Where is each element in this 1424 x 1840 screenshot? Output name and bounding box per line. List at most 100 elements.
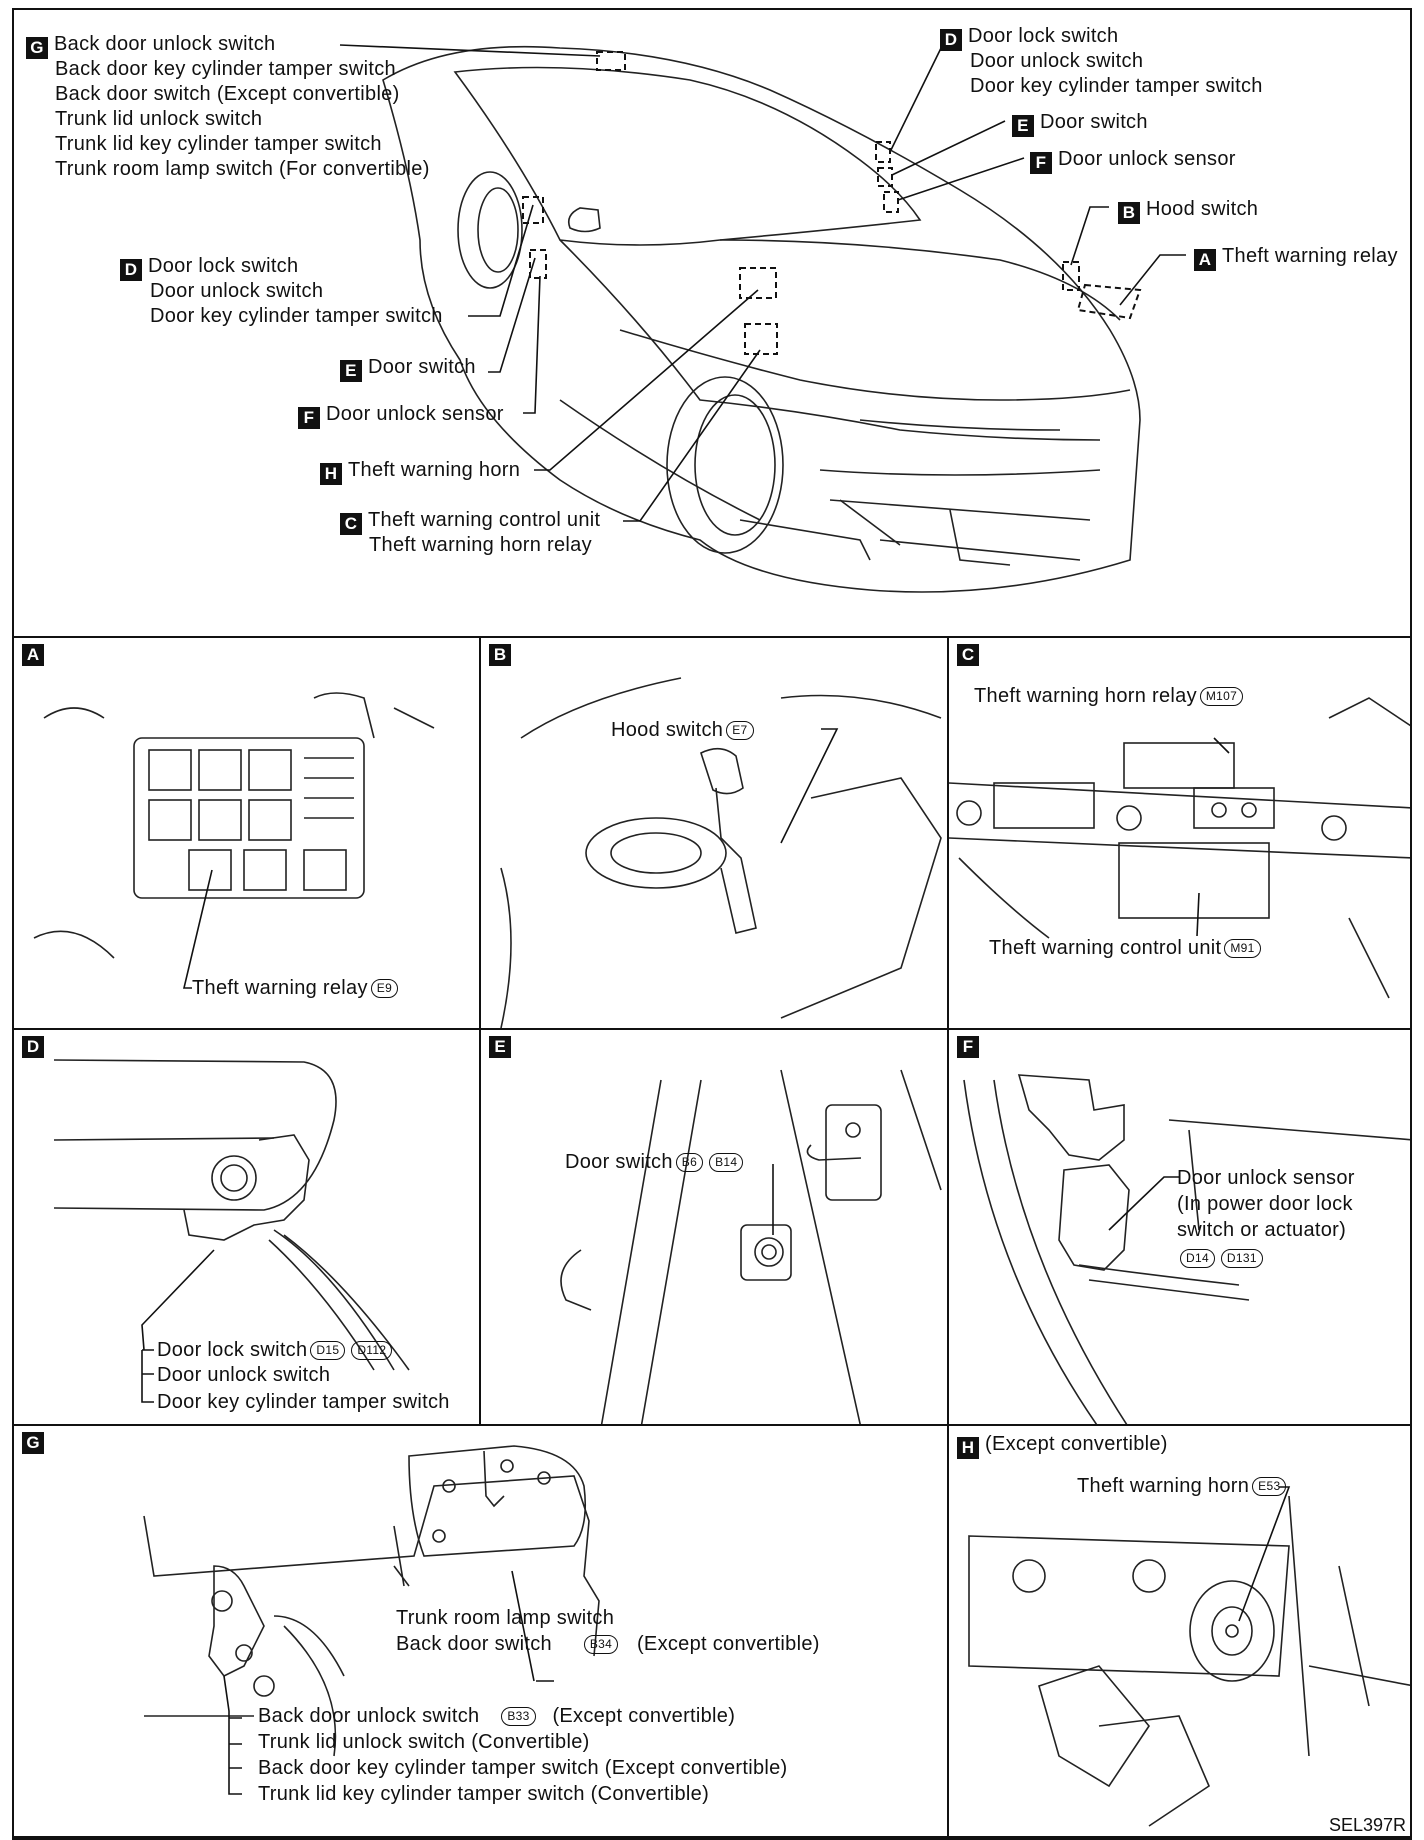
panel-g-unlock-note: (Except convertible) — [552, 1705, 736, 1727]
overview-c: C Theft warning control unit — [340, 508, 600, 535]
panel-f-badge: F — [957, 1036, 979, 1058]
badge-h: H — [320, 463, 342, 485]
panel-e-drawing — [560, 1069, 942, 1424]
panel-h: H(Except convertible) Theft warning horn… — [947, 1424, 1412, 1838]
g-line-1: Back door unlock switch — [54, 33, 276, 55]
panel-d-line-3: Door key cylinder tamper switch — [157, 1391, 450, 1413]
panel-d-text-1: Door lock switch — [157, 1339, 308, 1361]
panel-a-badge: A — [22, 644, 44, 666]
g-line-5: Trunk lid key cylinder tamper switch — [55, 133, 382, 155]
g-line-3: Back door switch (Except convertible) — [55, 83, 400, 105]
panel-a-connector: E9 — [370, 979, 399, 998]
panel-g-back-door: Back door switch B34 (Except convertible… — [396, 1632, 820, 1656]
panel-e-text: Door switch — [565, 1151, 673, 1173]
f-right-text: Door unlock sensor — [1058, 148, 1236, 170]
panel-h-drawing — [968, 1486, 1410, 1827]
panel-g-drawing — [143, 1445, 600, 1795]
panel-f-line-1: Door unlock sensor — [1177, 1167, 1355, 1189]
c-line-1: Theft warning control unit — [368, 509, 601, 531]
overview-b: B Hood switch — [1118, 197, 1258, 224]
overview-f-right: F Door unlock sensor — [1030, 147, 1236, 174]
panel-c-drawing — [949, 697, 1410, 999]
panel-h-connector: E53 — [1252, 1477, 1287, 1496]
d-left-line-1: Door lock switch — [148, 255, 299, 277]
panel-f: F Door unlock sensor (In power door lock… — [947, 1028, 1412, 1426]
panel-f-line-2: (In power door lock — [1177, 1193, 1353, 1215]
d-right-line-1: Door lock switch — [968, 25, 1119, 47]
c-line-2: Theft warning horn relay — [369, 534, 592, 556]
panel-g-trunk-lamp: Trunk room lamp switch — [396, 1607, 615, 1629]
panel-c-badge: C — [957, 644, 979, 666]
d-left-line-2: Door unlock switch — [150, 280, 324, 302]
panel-h-note: (Except convertible) — [985, 1433, 1168, 1455]
panel-d-line-2: Door unlock switch — [157, 1364, 331, 1386]
g-line-2: Back door key cylinder tamper switch — [55, 58, 396, 80]
panel-f-drawing — [963, 1074, 1410, 1424]
panel-d-drawing — [53, 1059, 410, 1403]
panel-e-connector-2: B14 — [709, 1153, 744, 1172]
panel-c-unit-connector: M91 — [1224, 939, 1261, 958]
d-left-line-3: Door key cylinder tamper switch — [150, 305, 443, 327]
panel-d-badge: D — [22, 1036, 44, 1058]
panel-c-relay-text: Theft warning horn relay — [974, 685, 1197, 707]
badge-d: D — [940, 29, 962, 51]
badge-b: B — [1118, 202, 1140, 224]
badge-c: C — [340, 513, 362, 535]
figure-id: SEL397R — [1328, 1815, 1406, 1835]
panel-b-text: Hood switch — [611, 719, 724, 741]
panel-g: G Trunk room lamp switch Back door switc… — [12, 1424, 949, 1838]
panel-f-line-3: switch or actuator) — [1177, 1219, 1347, 1241]
badge-e-left: E — [340, 360, 362, 382]
panel-g-badge: G — [22, 1432, 44, 1454]
panel-e-connector-1: B6 — [675, 1153, 704, 1172]
panel-g-line-3: Back door key cylinder tamper switch (Ex… — [258, 1757, 788, 1779]
panel-f-connector-2: D131 — [1220, 1249, 1263, 1268]
panel-f-connectors: D14 D131 — [1177, 1246, 1266, 1270]
badge-a: A — [1194, 249, 1216, 271]
b-text: Hood switch — [1146, 198, 1259, 220]
badge-f-left: F — [298, 407, 320, 429]
e-left-text: Door switch — [368, 356, 476, 378]
panel-g-back-door-text: Back door switch — [396, 1633, 552, 1655]
panel-g-text-1: Back door unlock switch — [258, 1705, 480, 1727]
panel-g-back-door-connector: B34 — [583, 1635, 619, 1654]
badge-d-left: D — [120, 259, 142, 281]
f-left-text: Door unlock sensor — [326, 403, 504, 425]
panel-b-connector: E7 — [726, 721, 754, 740]
panel-g-unlock-connector: B33 — [501, 1707, 536, 1726]
g-line-6: Trunk room lamp switch (For convertible) — [55, 158, 430, 180]
e-right-text: Door switch — [1040, 111, 1148, 133]
overview-e-left: E Door switch — [340, 355, 476, 382]
panel-g-line-2: Trunk lid unlock switch (Convertible) — [258, 1731, 590, 1753]
overview-d-right: D Door lock switch — [940, 24, 1118, 51]
panel-b-badge: B — [489, 644, 511, 666]
panel-a-drawing — [33, 692, 435, 989]
badge-f: F — [1030, 152, 1052, 174]
panel-h-header: H(Except convertible) — [957, 1432, 1168, 1459]
panel-g-back-door-note: (Except convertible) — [636, 1633, 820, 1655]
overview-d-left: D Door lock switch — [120, 254, 298, 281]
panel-d-connector-1: D15 — [310, 1341, 346, 1360]
panel-c-unit-text: Theft warning control unit — [989, 937, 1222, 959]
panel-g-line-1: Back door unlock switch B33 (Except conv… — [258, 1704, 735, 1728]
panel-f-connector-1: D14 — [1180, 1249, 1215, 1268]
panel-h-text: Theft warning horn — [1077, 1475, 1250, 1497]
a-text: Theft warning relay — [1222, 245, 1398, 267]
overview-a: A Theft warning relay — [1194, 244, 1398, 271]
panel-d-connector-2: D112 — [351, 1341, 393, 1360]
overview-e-right: E Door switch — [1012, 110, 1148, 137]
badge-e: E — [1012, 115, 1034, 137]
